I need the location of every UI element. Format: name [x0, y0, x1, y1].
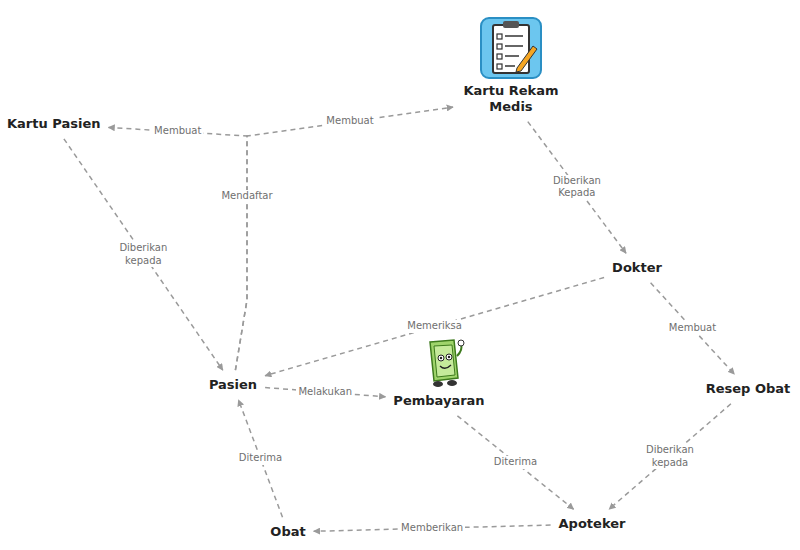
- edge-label: Diberikan kepada: [633, 444, 707, 469]
- dashed-connector: [457, 416, 573, 509]
- node-text: Pasien: [209, 377, 257, 393]
- concept-node: Obat: [267, 522, 308, 542]
- edge-label: Diterima: [237, 452, 284, 465]
- edge-label: Diterima: [492, 456, 539, 469]
- edge-label: Melakukan: [296, 386, 354, 399]
- concept-node: Kartu Rekam Medis: [458, 81, 564, 116]
- edge-label: Mendaftar: [219, 190, 274, 203]
- dashed-connector: [609, 404, 731, 509]
- node-text: Resep Obat: [706, 381, 791, 397]
- edge-label: Diberikan kepada: [106, 242, 180, 267]
- edge-label: Membuat: [152, 125, 203, 138]
- concept-node: Kartu Pasien: [4, 114, 103, 134]
- node-text: Kartu Pasien: [7, 116, 100, 132]
- concept-node: Resep Obat: [703, 379, 794, 399]
- edge-label: Membuat: [667, 322, 718, 335]
- clipboard-icon: [479, 16, 543, 80]
- edge-label: Memeriksa: [405, 320, 464, 333]
- dashed-connector: [528, 122, 626, 254]
- concept-node: Apoteker: [556, 514, 629, 534]
- node-text: Dokter: [612, 260, 662, 276]
- node-text: Obat: [270, 524, 305, 540]
- money-icon: [424, 338, 466, 388]
- edge-label: Memberikan: [399, 522, 465, 535]
- edge-label: Diberikan Kepada: [540, 175, 614, 200]
- dashed-connector: [651, 283, 735, 374]
- edge-label: Membuat: [324, 115, 375, 128]
- node-text: Pembayaran: [393, 393, 484, 409]
- concept-node: Pembayaran: [390, 391, 487, 411]
- concept-node: Dokter: [609, 258, 665, 278]
- concept-node: Pasien: [206, 375, 260, 395]
- dashed-connector: [64, 139, 223, 370]
- node-text: Kartu Rekam Medis: [461, 83, 561, 114]
- node-text: Apoteker: [559, 516, 626, 532]
